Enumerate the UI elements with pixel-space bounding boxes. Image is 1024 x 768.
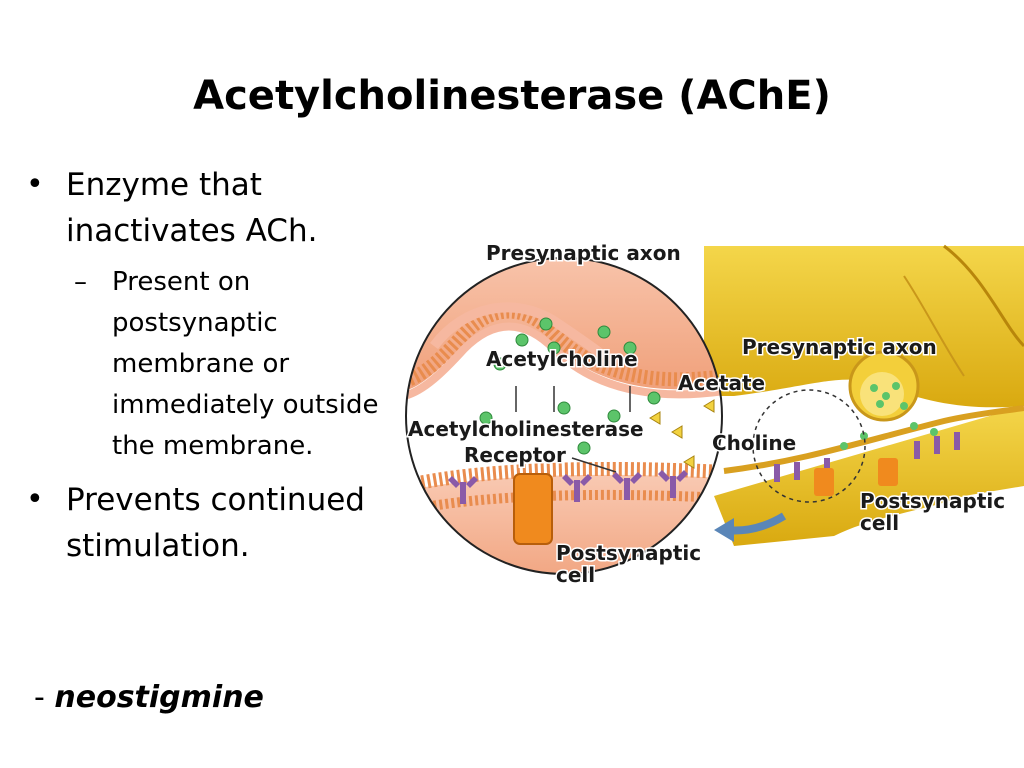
sub-bullet-text: Present on postsynaptic membrane or imme… xyxy=(112,267,379,461)
bullet-text: Enzyme that inactivates ACh. xyxy=(66,167,318,249)
drug-name: neostigmine xyxy=(54,680,264,715)
bullet-dot-icon: • xyxy=(26,482,44,517)
synapse-diagram: Presynaptic axon Presynaptic axon Acetyl… xyxy=(404,236,1024,596)
label-acetylcholine: Acetylcholine xyxy=(486,347,638,371)
sub-bullet-item: – Present on postsynaptic membrane or im… xyxy=(26,262,386,467)
label-acetylcholinesterase: Acetylcholinesterase xyxy=(408,417,644,441)
dash-icon: – xyxy=(74,267,87,297)
svg-text:cell: cell xyxy=(556,563,595,587)
background-synapse xyxy=(704,244,1024,546)
label-receptor: Receptor xyxy=(464,443,566,467)
label-postsynaptic-cell-bottom: Postsynaptic cell xyxy=(555,540,703,589)
drug-prefix: - xyxy=(34,680,55,715)
drug-example: - neostigmine xyxy=(34,676,264,720)
label-acetate: Acetate xyxy=(678,371,765,395)
bullet-item: • Prevents continued stimulation. xyxy=(26,477,386,569)
bullet-text: Prevents continued stimulation. xyxy=(66,482,365,564)
bullet-list: • Enzyme that inactivates ACh. – Present… xyxy=(26,162,386,569)
synapse-illustration: Presynaptic axon Presynaptic axon Acetyl… xyxy=(405,240,1024,589)
label-presynaptic-axon-right: Presynaptic axon xyxy=(742,335,937,359)
label-presynaptic-axon-top: Presynaptic axon xyxy=(486,241,681,265)
slide-title: Acetylcholinesterase (AChE) xyxy=(193,73,831,119)
bullet-item: • Enzyme that inactivates ACh. xyxy=(26,162,386,254)
svg-text:Postsynaptic: Postsynaptic xyxy=(860,489,1005,513)
svg-text:Postsynaptic: Postsynaptic xyxy=(556,541,701,565)
label-postsynaptic-cell-right: Postsynaptic cell xyxy=(859,488,1007,537)
bullet-dot-icon: • xyxy=(26,167,44,202)
svg-text:cell: cell xyxy=(860,511,899,535)
label-choline: Choline xyxy=(712,431,796,455)
